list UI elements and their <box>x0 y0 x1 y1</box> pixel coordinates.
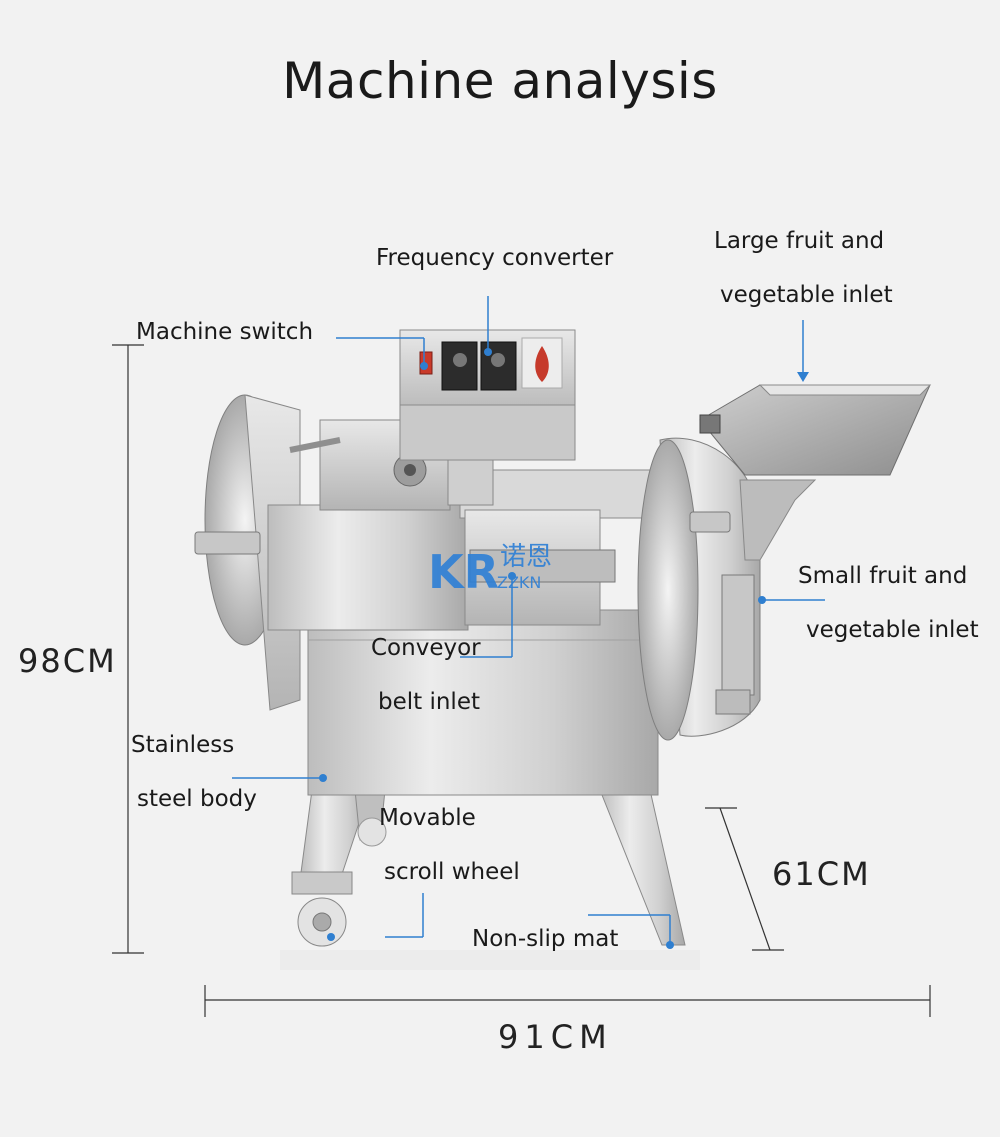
logo-text: ZZKN <box>497 573 541 592</box>
dimension-height: 98CM <box>18 642 117 680</box>
label-machine-switch: Machine switch <box>136 319 314 345</box>
label-movable-line2: scroll wheel <box>384 859 520 885</box>
label-large-inlet-line2: vegetable inlet <box>720 282 893 308</box>
depth-line <box>719 807 771 951</box>
small-inlet-tube <box>721 574 755 696</box>
conveyor-housing <box>267 504 469 631</box>
stainless-steel-body <box>307 609 659 796</box>
label-conveyor-line1: Conveyor <box>371 635 481 661</box>
logo-mark: KR <box>428 545 499 599</box>
label-non-slip-mat: Non-slip mat <box>472 926 619 952</box>
dimension-lines <box>112 344 931 1017</box>
leader-lines <box>232 296 825 945</box>
rear-wheel <box>357 817 387 847</box>
brand-logo: KR 诺恩 ZZKN <box>428 542 552 599</box>
label-small-inlet-line2: vegetable inlet <box>806 617 979 643</box>
label-stainless-line1: Stainless <box>131 732 235 758</box>
page-title: Machine analysis <box>282 52 718 110</box>
label-movable-line1: Movable <box>379 805 476 831</box>
label-frequency-converter: Frequency converter <box>376 245 614 271</box>
label-small-inlet-line1: Small fruit and <box>798 563 968 589</box>
dimension-width: 91CM <box>498 1018 613 1056</box>
logo-cn: 诺恩 <box>500 542 552 572</box>
label-stainless-line2: steel body <box>137 786 257 812</box>
leader-dots <box>319 348 809 949</box>
label-conveyor-line2: belt inlet <box>378 689 480 715</box>
large-inlet-hopper <box>699 384 931 476</box>
spring <box>289 437 341 453</box>
floor-reflection <box>280 950 700 970</box>
caster-bracket <box>291 871 353 895</box>
disc-latch <box>194 531 261 555</box>
label-large-inlet-line1: Large fruit and <box>714 228 885 254</box>
dimension-depth: 61CM <box>772 855 871 893</box>
front-right-leg <box>599 789 686 946</box>
